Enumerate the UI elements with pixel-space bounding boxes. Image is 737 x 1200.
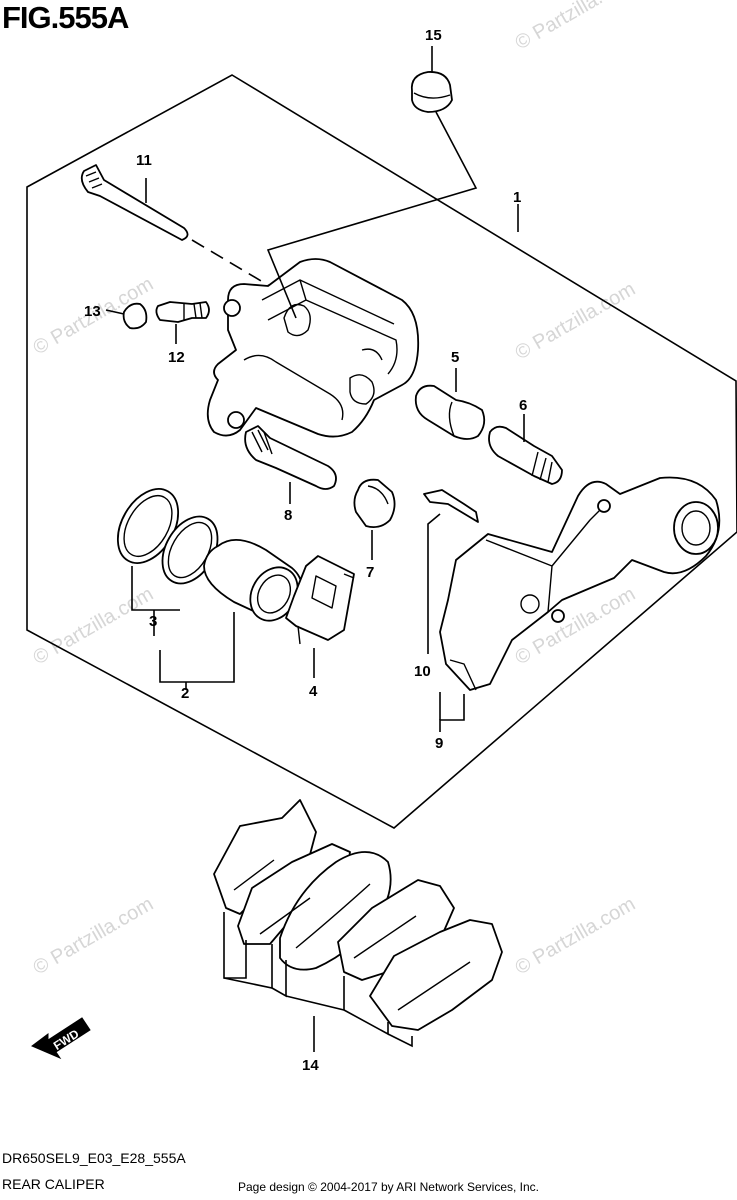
- callout-10: 10: [414, 663, 431, 680]
- leader-lines: [105, 46, 525, 1052]
- watermark: © Partzilla.com: [30, 893, 158, 979]
- pin-dash-line: [191, 239, 269, 286]
- callout-4: 4: [309, 683, 318, 700]
- figure-title: FIG.555A: [2, 0, 129, 35]
- assembly-outline: [26, 74, 737, 829]
- callout-12: 12: [168, 349, 185, 366]
- callout-numbers: 15 11 1 13 12 5 6 8 7 3 10 2 4 9 14: [84, 27, 527, 1074]
- watermark: © Partzilla.com: [512, 278, 640, 364]
- part-7-boot: [353, 478, 396, 529]
- callout-15: 15: [425, 27, 442, 44]
- fwd-arrow-icon: FWD: [31, 1017, 91, 1060]
- watermark: © Partzilla.com: [30, 583, 158, 669]
- part-15-cap: [410, 71, 453, 113]
- figure-code: DR650SEL9_E03_E28_555A: [2, 1150, 186, 1166]
- part-5-boot: [414, 384, 486, 440]
- part-12-bleeder-valve: [155, 301, 210, 323]
- callout-7: 7: [366, 564, 374, 581]
- callout-3: 3: [149, 613, 157, 630]
- part-10-pad-spring: [423, 489, 479, 523]
- callout-14: 14: [302, 1057, 319, 1074]
- callout-1: 1: [513, 189, 521, 206]
- page-credit: Page design © 2004-2017 by ARI Network S…: [238, 1180, 540, 1194]
- part-6-sleeve-pin: [488, 425, 563, 485]
- callout-11: 11: [136, 152, 152, 169]
- figure-caption: REAR CALIPER: [2, 1176, 105, 1192]
- callout-6: 6: [519, 397, 527, 414]
- watermark: © Partzilla.com: [512, 0, 640, 54]
- part-9-caliper-bracket: [439, 476, 721, 691]
- watermark: © Partzilla.com: [512, 893, 640, 979]
- watermarks: © Partzilla.com © Partzilla.com © Partzi…: [30, 0, 640, 979]
- part-1-caliper-body: [206, 258, 420, 438]
- part-4-shim: [285, 555, 355, 645]
- callout-8: 8: [284, 507, 292, 524]
- callout-2: 2: [181, 685, 189, 702]
- part-8-sleeve: [244, 425, 337, 490]
- part-13-bleeder-cap: [122, 302, 148, 330]
- callout-13: 13: [84, 303, 101, 320]
- callout-5: 5: [451, 349, 459, 366]
- part-14-brake-pads: [213, 799, 503, 1031]
- part-11-pin: [80, 164, 189, 241]
- callout-9: 9: [435, 735, 443, 752]
